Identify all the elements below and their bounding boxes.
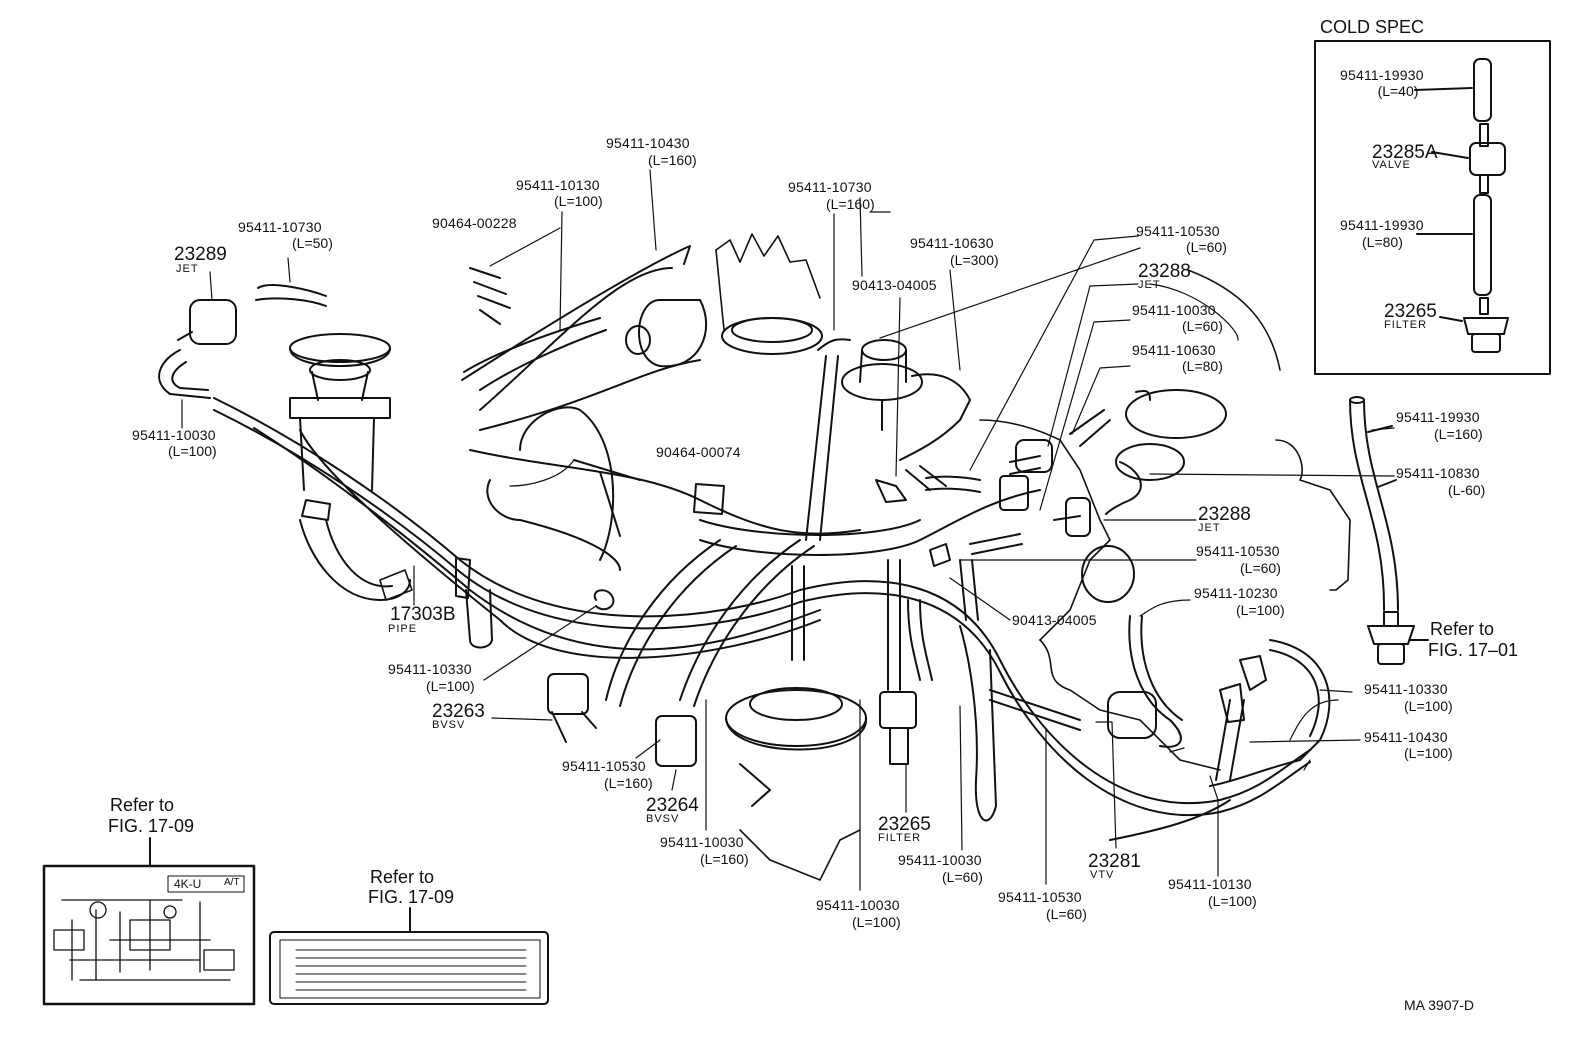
label-95411-10630-300-len: (L=300) bbox=[950, 252, 999, 268]
cold-spec-hose-2-length: (L=80) bbox=[1362, 234, 1403, 250]
label-23265-bottom-name: FILTER bbox=[878, 832, 922, 844]
label-90464-00074: 90464-00074 bbox=[656, 444, 741, 460]
egr-valve bbox=[289, 299, 708, 491]
label-23281-name: VTV bbox=[1090, 869, 1115, 881]
label-23264-name: BVSV bbox=[646, 813, 680, 825]
label-95411-19930-160: 95411-19930 bbox=[1396, 409, 1480, 425]
label-95411-10630-80-len: (L=80) bbox=[1182, 358, 1223, 374]
small-components bbox=[177, 267, 1267, 822]
emission-decal-insert-2 bbox=[269, 907, 549, 1005]
figure-code: MA 3907-D bbox=[1404, 997, 1475, 1013]
label-17303b: 17303B bbox=[390, 604, 456, 625]
label-23263-name: BVSV bbox=[432, 719, 466, 731]
label-95411-10030-160: 95411-10030 bbox=[660, 834, 744, 850]
label-95411-10230-len: (L=100) bbox=[1236, 602, 1285, 618]
air-cleaner-body bbox=[721, 317, 1227, 751]
label-95411-10330-left-len: (L=100) bbox=[426, 678, 475, 694]
label-95411-10130-top: 95411-10130 bbox=[516, 177, 600, 193]
decal-engine-code: 4K-U bbox=[174, 877, 202, 891]
label-23289-name: JET bbox=[176, 263, 199, 275]
label-95411-10330-left: 95411-10330 bbox=[388, 661, 472, 677]
label-95411-10430-top: 95411-10430 bbox=[606, 135, 690, 151]
label-95411-10330-right-len: (L=100) bbox=[1404, 698, 1453, 714]
label-95411-10630-80: 95411-10630 bbox=[1132, 342, 1216, 358]
label-95411-10030-left-len: (L=100) bbox=[168, 443, 217, 459]
label-23264: 23264 bbox=[646, 795, 699, 816]
right-hose-filter bbox=[1349, 396, 1429, 665]
label-23288-mid: 23288 bbox=[1198, 504, 1251, 525]
label-95411-10830-len: (L-60) bbox=[1448, 482, 1486, 498]
refer-fig-17-09-b-line1: Refer to bbox=[370, 867, 435, 887]
engine-outline bbox=[379, 233, 1351, 881]
label-95411-10530-160-len: (L=160) bbox=[604, 775, 653, 791]
cold-spec-title: COLD SPEC bbox=[1320, 17, 1425, 37]
label-95411-10430-right: 95411-10430 bbox=[1364, 729, 1448, 745]
label-95411-10130-top-len: (L=100) bbox=[554, 193, 603, 209]
label-90413-04005-top: 90413-04005 bbox=[852, 277, 937, 293]
cold-spec-hose-1-part: 95411-19930 bbox=[1340, 67, 1424, 83]
cold-spec-filter-name: FILTER bbox=[1384, 319, 1428, 331]
cold-spec-valve-name: VALVE bbox=[1372, 159, 1411, 171]
label-23263: 23263 bbox=[432, 701, 485, 722]
label-95411-10630-300: 95411-10630 bbox=[910, 235, 994, 251]
label-95411-10530-60-mid-len: (L=60) bbox=[1240, 560, 1281, 576]
label-95411-10530-60-mid: 95411-10530 bbox=[1196, 543, 1280, 559]
label-95411-10030-left: 95411-10030 bbox=[132, 427, 216, 443]
label-90464-00228: 90464-00228 bbox=[432, 215, 517, 231]
refer-fig-17-01-line2: FIG. 17–01 bbox=[1428, 640, 1519, 660]
label-95411-10730-left: 95411-10730 bbox=[238, 219, 322, 235]
upper-hoses bbox=[158, 245, 1151, 555]
label-95411-19930-160-len: (L=160) bbox=[1434, 426, 1483, 442]
leader-lines bbox=[181, 169, 1395, 891]
label-95411-10130-bottom: 95411-10130 bbox=[1168, 876, 1252, 892]
cold-spec-hose-1-length: (L=40) bbox=[1377, 83, 1419, 99]
label-95411-10030-100-bottom-len: (L=100) bbox=[852, 914, 901, 930]
label-95411-10430-right-len: (L=100) bbox=[1404, 745, 1453, 761]
label-95411-10830: 95411-10830 bbox=[1396, 465, 1480, 481]
label-95411-10730-mid-len: (L=160) bbox=[826, 196, 875, 212]
label-17303b-name: PIPE bbox=[388, 623, 418, 635]
cold-spec-hose-2-part: 95411-19930 bbox=[1340, 217, 1424, 233]
label-95411-10530-60-bottom-len: (L=60) bbox=[1046, 906, 1087, 922]
refer-fig-17-01-line1: Refer to bbox=[1430, 619, 1495, 639]
label-95411-10030-60-bottom-len: (L=60) bbox=[942, 869, 983, 885]
label-95411-10130-bottom-len: (L=100) bbox=[1208, 893, 1257, 909]
label-95411-10730-left-len: (L=50) bbox=[292, 235, 333, 251]
label-95411-10730-mid: 95411-10730 bbox=[788, 179, 872, 195]
label-95411-10530-60-bottom: 95411-10530 bbox=[998, 889, 1082, 905]
label-95411-10030-160-len: (L=160) bbox=[700, 851, 749, 867]
vacuum-lines bbox=[213, 359, 1331, 841]
label-23281: 23281 bbox=[1088, 851, 1141, 872]
cold-spec-valve-part: 23285A bbox=[1372, 142, 1438, 163]
refer-fig-17-09-a-line2: FIG. 17-09 bbox=[108, 816, 195, 836]
cold-spec-box bbox=[1314, 40, 1551, 375]
label-95411-10030-60-bottom: 95411-10030 bbox=[898, 852, 982, 868]
cold-spec-filter-part: 23265 bbox=[1384, 301, 1437, 322]
label-23288-mid-name: JET bbox=[1198, 522, 1221, 534]
label-23265-bottom: 23265 bbox=[878, 814, 931, 835]
label-23288-top-name: JET bbox=[1138, 279, 1161, 291]
emission-decal-insert bbox=[42, 837, 256, 1006]
label-90413-04005-mid: 90413-04005 bbox=[1012, 612, 1097, 628]
decal-transmission-mark: A/T bbox=[224, 877, 240, 888]
label-95411-10030-60-right: 95411-10030 bbox=[1132, 302, 1216, 318]
label-23288-top: 23288 bbox=[1138, 261, 1191, 282]
refer-fig-17-09-b-line2: FIG. 17-09 bbox=[368, 887, 455, 907]
refer-fig-17-09-a-line1: Refer to bbox=[110, 795, 175, 815]
label-23289: 23289 bbox=[174, 244, 227, 265]
label-95411-10530-60-top: 95411-10530 bbox=[1136, 223, 1220, 239]
label-95411-10030-100-bottom: 95411-10030 bbox=[816, 897, 900, 913]
label-95411-10330-right: 95411-10330 bbox=[1364, 681, 1448, 697]
label-95411-10530-160: 95411-10530 bbox=[562, 758, 646, 774]
label-95411-10030-60-right-len: (L=60) bbox=[1182, 318, 1223, 334]
label-95411-10530-60-top-len: (L=60) bbox=[1186, 239, 1227, 255]
label-95411-10430-top-len: (L=160) bbox=[648, 152, 697, 168]
label-95411-10230: 95411-10230 bbox=[1194, 585, 1278, 601]
